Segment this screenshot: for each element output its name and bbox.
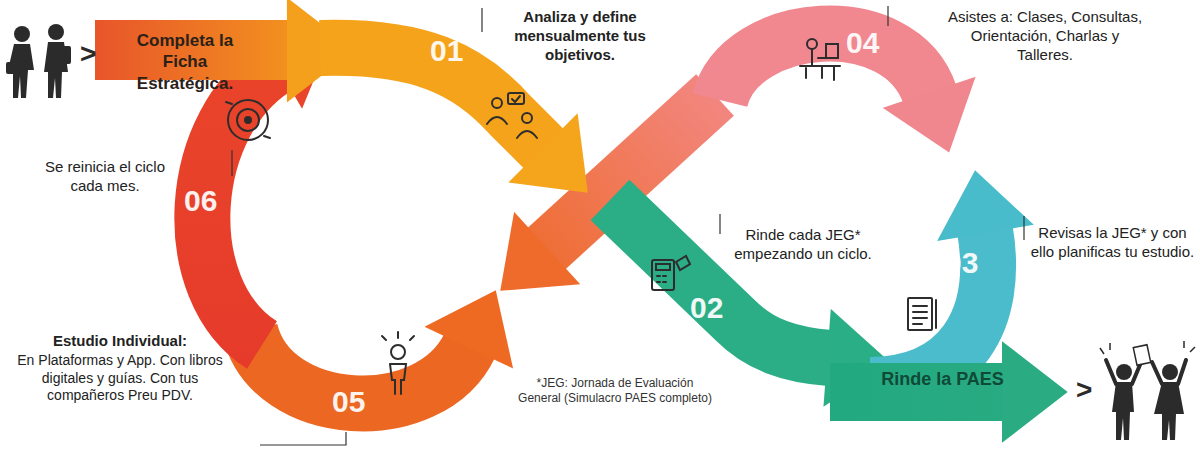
step-text: En Plataformas y App. Con libros digital… [5,352,235,405]
step-text: Asistes a: Clases, Consultas, Orientació… [945,8,1145,64]
arrow-01 [320,48,545,150]
leader-line [260,432,346,445]
step-number: 02 [690,293,750,323]
step-text: Completa la Ficha Estratégica. [125,30,245,94]
leader-line [719,214,720,234]
arrow-sign: > [80,36,104,71]
cycle-icon [226,100,270,140]
arrow-02 [610,200,830,358]
step-text: Analiza y define mensualmente tus objeti… [495,8,665,64]
step-heading: Estudio Individual: [5,332,235,351]
step-number: 06 [184,186,244,216]
document-icon [908,298,936,330]
calculator-icon [652,256,690,290]
arrow-05 [250,330,470,403]
arrow-06 [202,65,280,345]
step-text: Se reinicia el ciclo cada mes. [40,158,170,196]
arrow-start [95,20,290,80]
arrow-04 [720,34,930,100]
step-text: Rinde la PAES [880,368,1005,391]
step-number: 05 [332,387,392,417]
step-number: 04 [846,28,906,58]
leader-line [231,150,232,176]
step-text: Rinde cada JEG* empezando un ciclo. [728,226,878,264]
footnote: *JEG: Jornada de Evaluación General (Sim… [515,376,715,406]
leader-line [1023,216,1024,240]
arrow-paes [830,363,1005,421]
arrow-03 [870,230,988,385]
arrow-sign: > [1076,372,1100,407]
people-icon [487,93,537,138]
person-icon [382,332,414,394]
celebration-figure [1100,341,1195,440]
leader-line [887,6,888,26]
step-number: 03 [945,248,1005,278]
step-number: 01 [430,36,490,66]
leader-line [481,8,482,32]
step-text: Revisas la JEG* y con ello planificas tu… [1030,224,1195,262]
desk-person-icon [800,39,840,80]
students-figure [6,24,71,98]
